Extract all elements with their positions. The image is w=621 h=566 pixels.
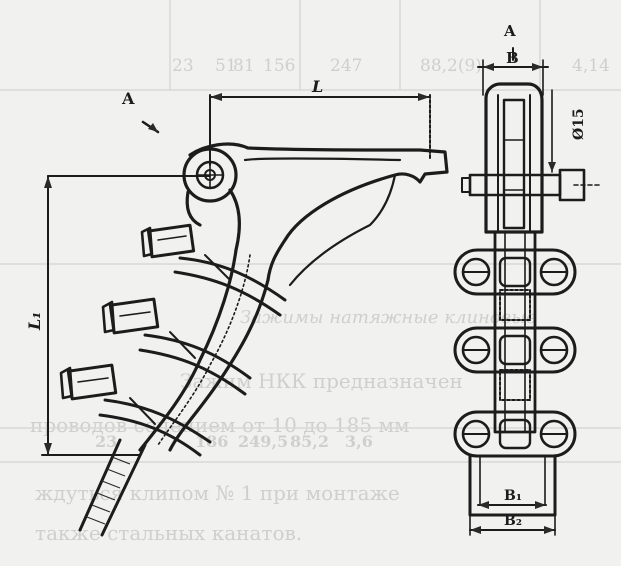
- clamp-body: [138, 142, 449, 452]
- side-view: A L L₁: [25, 77, 449, 537]
- bolt-set-2: [101, 297, 252, 396]
- ghost-cell: 247: [330, 56, 362, 76]
- ghost-cell: 23: [95, 432, 117, 451]
- section-arrow-head: [148, 123, 158, 132]
- diameter-label: Ø15: [571, 108, 587, 140]
- bolt-set-3: [59, 363, 212, 457]
- front-housing: [468, 454, 557, 517]
- ghost-cell: 156: [263, 56, 295, 76]
- front-bolt-bar-1: [453, 248, 577, 296]
- ghost-cell: 3,6: [345, 432, 373, 451]
- front-view: A B Ø15: [453, 22, 601, 536]
- ghost-line: Зажим НКК предназначен: [180, 369, 463, 393]
- ghost-cell: 51: [215, 56, 237, 76]
- ghost-paragraph: Зажим НКК предназначен проводов сечением…: [30, 369, 463, 545]
- ghost-cell: 88,2(9): [420, 56, 482, 76]
- front-strap: [493, 230, 537, 434]
- front-label-a: A: [503, 22, 516, 40]
- dimension-l: L: [209, 77, 431, 166]
- dimension-label-l: L: [311, 77, 323, 96]
- ghost-cell: 23: [172, 56, 194, 76]
- front-eye: [461, 82, 601, 234]
- ghost-cell: 249,5: [238, 432, 288, 451]
- ghost-heading: Зажимы натяжные клиновые: [240, 307, 537, 328]
- section-marker-a: A: [121, 89, 135, 108]
- ghost-table-row-top: 23 51 81 156 247 88,2(9) 4,14: [172, 56, 610, 76]
- ghost-line: также стальных канатов.: [35, 521, 302, 545]
- bolt-set-1: [140, 223, 287, 317]
- background-ghost-layer: 23 51 81 156 247 88,2(9) 4,14 23 186 249…: [0, 0, 621, 545]
- ghost-line: проводов сечением от 10 до 185 мм: [30, 413, 410, 437]
- ghost-cell: 81: [233, 56, 255, 76]
- dimension-b2: B₂: [469, 513, 556, 536]
- dimension-label-b2: B₂: [504, 513, 522, 529]
- front-bolt-bar-2: [453, 326, 577, 374]
- ghost-cell: 4,14: [572, 56, 610, 76]
- dimension-diameter: Ø15: [548, 89, 587, 173]
- dimension-l1: L₁: [25, 175, 211, 456]
- ghost-line: ждуться клипом № 1 при монтаже: [35, 481, 400, 505]
- conductor-cable: [78, 438, 147, 537]
- dimension-b1: B₁: [477, 488, 547, 509]
- front-bolt-bar-3: [453, 410, 577, 458]
- dimension-b-top: [477, 47, 549, 96]
- ghost-cell: 85,2: [290, 432, 329, 451]
- dimension-label-b1: B₁: [504, 488, 522, 504]
- dimension-label-l1: L₁: [25, 312, 44, 331]
